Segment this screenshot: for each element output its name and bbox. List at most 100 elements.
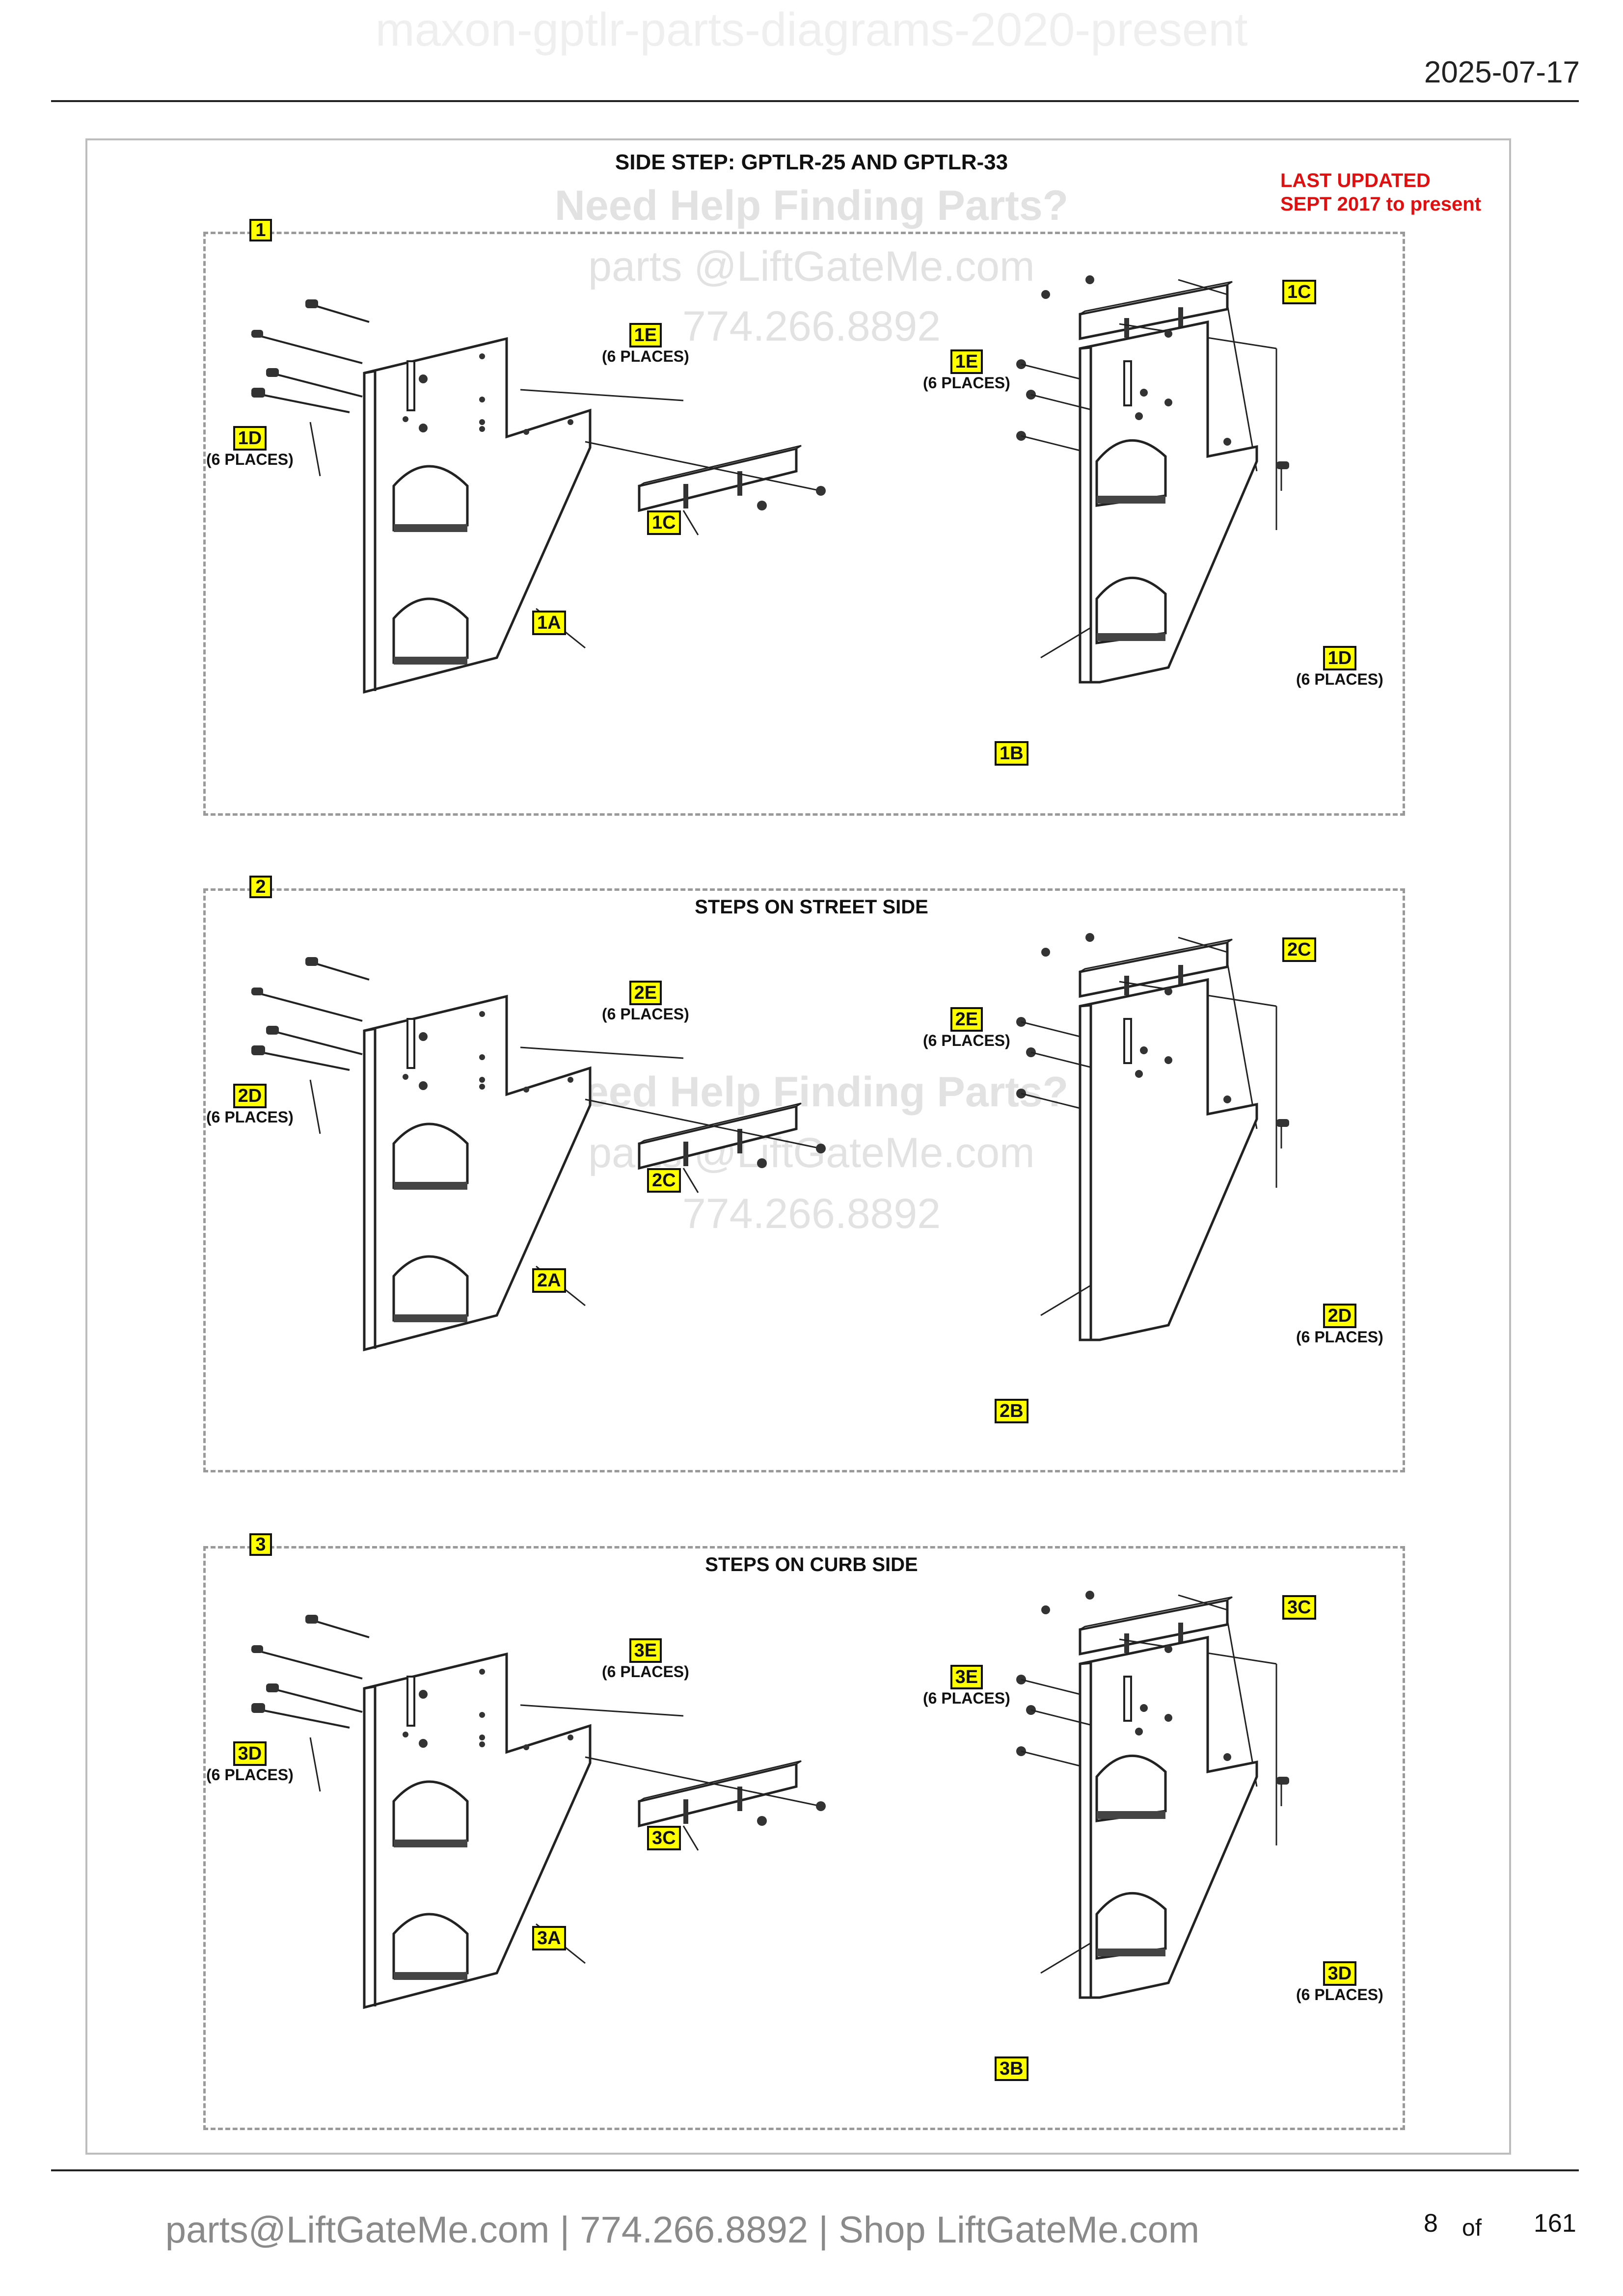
watermark-help: Need Help Finding Parts? [554,182,1069,229]
footer-contact[interactable]: parts@LiftGateMe.com | 774.266.8892 | Sh… [165,2209,1200,2251]
callout-1d-left: 1D(6 PLACES) [206,426,294,468]
callout-1d-right-places-note: (6 PLACES) [1296,670,1383,688]
section-badge-1: 1 [249,219,272,241]
mount-bracket-right-1 [1041,275,1277,530]
mount-bracket-left-1 [585,441,826,512]
callout-1e-right-places-note: (6 PLACES) [923,374,1010,392]
callout-3e-left: 3E(6 PLACES) [602,1638,689,1681]
callout-3e-left-places-note: (6 PLACES) [602,1663,689,1681]
watermark-phone-2: 774.266.8892 [682,1190,941,1237]
mount-bracket-left-2 [585,1098,826,1170]
mount-bracket-right-3 [1041,1591,1277,1845]
section-drawing-2 [251,933,1289,1350]
step-window-2-1 [392,1122,469,1190]
last-updated-note: LAST UPDATED SEPT 2017 to present [1280,169,1481,216]
step-window-3-2 [392,1913,469,1980]
right-side-panel-2 [1080,980,1257,1340]
callout-2d-left-places-note: (6 PLACES) [206,1108,294,1126]
watermark-phone: 774.266.8892 [682,303,941,350]
watermark-email: parts @LiftGateMe.com [588,243,1035,290]
callout-3b-badge: 3B [995,2056,1028,2081]
callout-2d-right: 2D(6 PLACES) [1296,1304,1383,1346]
callout-1c-right: 1C [1282,280,1316,304]
callout-1e-left-places-note: (6 PLACES) [602,347,689,365]
callout-3c-right-badge: 3C [1282,1595,1316,1620]
last-updated-range: SEPT 2017 to present [1280,193,1482,215]
mount-bracket-right-2 [1041,933,1277,1188]
callout-2c-right: 2C [1282,937,1316,962]
page-number-total: 161 [1534,2209,1576,2238]
callout-1d-right: 1D(6 PLACES) [1296,646,1383,688]
footer-rule [51,2169,1579,2171]
right-step-assembly-1 [1016,275,1289,682]
section-drawing-1 [251,275,1289,692]
callout-2e-left-places-note: (6 PLACES) [602,1005,689,1023]
document-date: 2025-07-17 [1424,55,1580,89]
callout-3d-right-places-note: (6 PLACES) [1296,1986,1383,2003]
step-window-3-1 [392,1780,469,1847]
right-step-assembly-2 [1016,933,1289,1340]
diagram-sections [251,275,1289,2007]
last-updated-label: LAST UPDATED [1280,170,1431,191]
callout-1b: 1B [995,741,1028,766]
diagram-title: SIDE STEP: GPTLR-25 AND GPTLR-33 [615,150,1008,174]
section-panel-1 [203,232,1405,816]
callout-2d-right-badge: 2D [1323,1304,1357,1328]
callout-3c-right: 3C [1282,1595,1316,1620]
callout-3c-left-badge: 3C [647,1826,681,1850]
callout-2c-left: 2C [647,1168,681,1193]
callout-3e-right: 3E(6 PLACES) [923,1665,1010,1707]
callout-1e-left: 1E(6 PLACES) [602,323,689,365]
page-number-current: 8 [1424,2209,1438,2238]
callout-2e-left-badge: 2E [629,981,662,1005]
section-2-subtitle: STEPS ON STREET SIDE [695,896,928,918]
section-3-subtitle: STEPS ON CURB SIDE [705,1554,918,1575]
header-rule [51,100,1579,102]
callout-2b-badge: 2B [995,1399,1028,1423]
callout-3d-left-places-note: (6 PLACES) [206,1766,294,1784]
diagram-frame [85,138,1511,2155]
right-step-assembly-3 [1016,1591,1289,1998]
callout-1b-badge: 1B [995,741,1028,766]
section-badge-3: 3 [249,1533,272,1556]
step-window-right-3-1 [1095,1755,1167,1822]
callout-2a: 2A [532,1268,566,1293]
callout-2d-left: 2D(6 PLACES) [206,1084,294,1126]
left-step-assembly-2 [251,957,826,1350]
callout-3d-right-badge: 3D [1323,1961,1357,1986]
callout-3d-left-badge: 3D [233,1741,267,1766]
callout-3d-right: 3D(6 PLACES) [1296,1961,1383,2003]
callout-1e-right: 1E(6 PLACES) [923,349,1010,392]
step-window-1-1 [392,465,469,532]
step-window-right-1-2 [1095,577,1167,644]
section-badge-2: 2 [249,876,272,898]
callout-1c-right-badge: 1C [1282,280,1316,304]
document-title: maxon-gptlr-parts-diagrams-2020-present [375,3,1248,56]
callout-2e-right: 2E(6 PLACES) [923,1007,1010,1049]
callout-1c-left-badge: 1C [647,510,681,535]
section-drawing-3 [251,1591,1289,2007]
callout-2d-left-badge: 2D [233,1084,267,1108]
section-panel-3 [203,1546,1405,2130]
callout-2d-right-places-note: (6 PLACES) [1296,1328,1383,1346]
step-window-right-1-1 [1095,439,1167,507]
callout-3e-left-badge: 3E [629,1638,662,1663]
watermark-help-2: Need Help Finding Parts? [554,1068,1069,1116]
callout-2e-right-places-note: (6 PLACES) [923,1032,1010,1049]
section-panel-2 [203,888,1405,1472]
callout-3a: 3A [532,1926,566,1950]
callout-1e-left-badge: 1E [629,323,662,347]
left-step-assembly-3 [251,1615,826,2007]
callout-3e-right-badge: 3E [950,1665,983,1689]
callout-2b: 2B [995,1399,1028,1423]
step-window-1-2 [392,597,469,665]
callout-1d-left-badge: 1D [233,426,267,451]
mount-bracket-left-3 [585,1756,826,1828]
callout-3a-badge: 3A [532,1926,566,1950]
callout-3e-right-places-note: (6 PLACES) [923,1689,1010,1707]
callout-3b: 3B [995,2056,1028,2081]
callout-2a-badge: 2A [532,1268,566,1293]
callout-2c-right-badge: 2C [1282,937,1316,962]
callout-1d-left-places-note: (6 PLACES) [206,451,294,468]
step-window-2-2 [392,1255,469,1322]
